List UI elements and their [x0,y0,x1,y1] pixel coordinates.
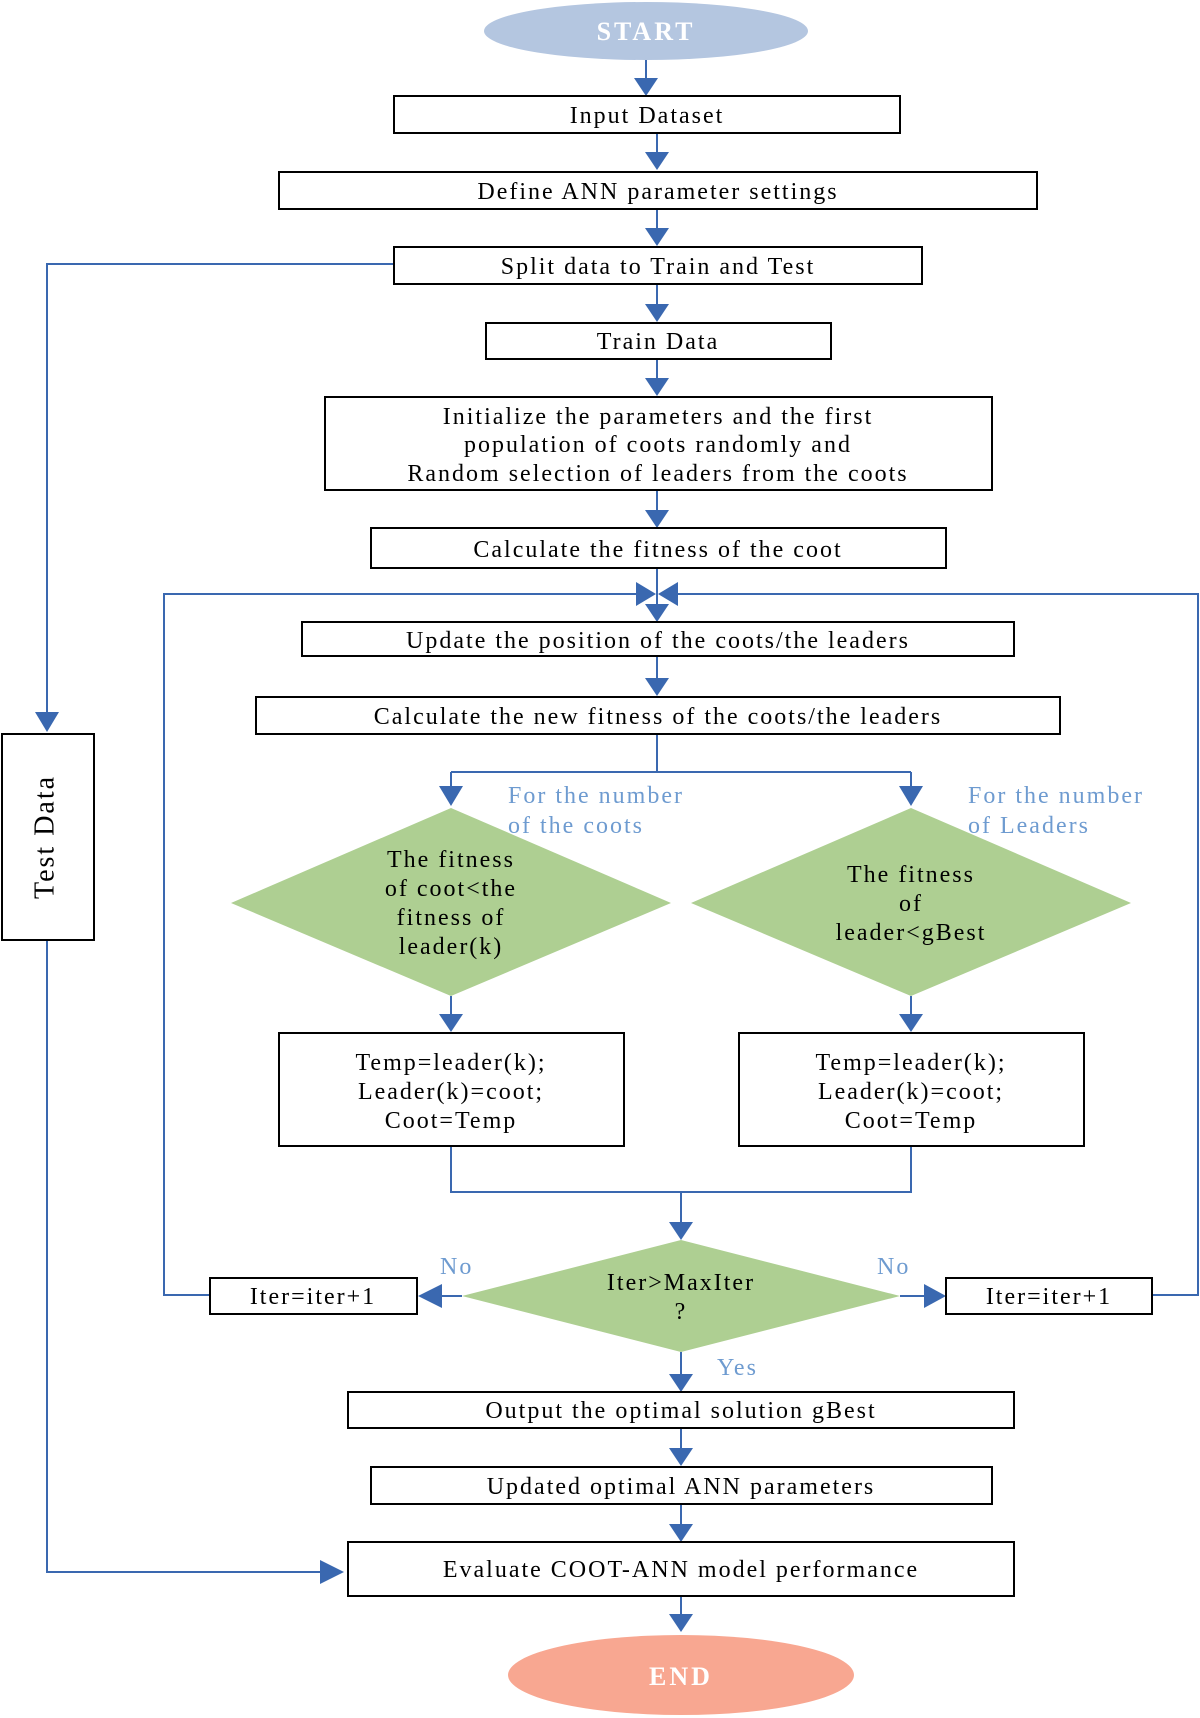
loop-note-coots-line-2: of the coots [508,813,644,839]
input-dataset-box: Input Dataset [393,95,901,134]
initialize-line-1: Initialize the parameters and the first [443,404,874,430]
no-label-right: No [877,1254,910,1280]
arrowhead [645,228,669,246]
define-ann-box: Define ANN parameter settings [278,171,1038,210]
train-data-box: Train Data [485,322,832,360]
decision-leader-line-1: The fitness [847,862,975,888]
loop-back-right [678,593,1199,1296]
loop-note-coots-line-1: For the number [508,783,684,809]
decision-iter-diamond [462,1240,900,1352]
arrowhead [35,712,59,732]
test-data-label: Test Data [29,775,60,899]
arrow-split-to-test [46,263,394,716]
swap-right-line-2: Leader(k)=coot; [818,1079,1004,1105]
iter-increment-right-label: Iter=iter+1 [986,1284,1112,1310]
iter-check-line-1: Iter>MaxIter [607,1270,755,1296]
test-data-box: Test Data [1,733,95,941]
branch-split [450,734,912,790]
branch-merge [450,1146,912,1226]
arrowhead [439,1014,463,1032]
decision-coot-line-2: of coot<the [385,876,517,902]
loop-note-leaders-line-2: of Leaders [968,813,1090,839]
input-dataset-label: Input Dataset [570,103,725,129]
arrowhead [669,1448,693,1466]
arrowhead [645,678,669,696]
output-gbest-box: Output the optimal solution gBest [347,1391,1015,1429]
iter-increment-right-box: Iter=iter+1 [945,1277,1153,1315]
updated-ann-box: Updated optimal ANN parameters [370,1466,993,1505]
train-data-label: Train Data [597,329,719,355]
arrowhead [634,78,658,96]
no-label-left: No [440,1254,473,1280]
arrowhead [899,1014,923,1032]
connectors [35,60,1199,1632]
decision-leader-diamond [691,808,1131,996]
iter-increment-left-label: Iter=iter+1 [250,1284,376,1310]
decision-leader-line-3: leader<gBest [836,920,987,946]
arrowhead [924,1284,946,1308]
start-terminal: START [484,2,808,60]
evaluate-label: Evaluate COOT-ANN model performance [443,1557,919,1583]
loop-note-leaders: For the number of Leaders [968,783,1144,839]
swap-left-line-3: Coot=Temp [385,1108,518,1134]
decision-leader-fitness: The fitness of leader<gBest [691,808,1131,996]
arrowhead [669,1374,693,1392]
decision-coot-fitness: The fitness of coot<the fitness of leade… [231,808,671,996]
arrowhead [418,1284,442,1308]
swap-right-line-1: Temp=leader(k); [815,1050,1006,1076]
updated-ann-label: Updated optimal ANN parameters [487,1474,876,1500]
initialize-line-2: population of coots randomly and [464,432,852,458]
iter-check-line-2: ? [675,1299,688,1325]
initialize-box: Initialize the parameters and the first … [324,396,993,491]
decision-leader-line-2: of [899,891,923,917]
loop-note-leaders-line-1: For the number [968,783,1144,809]
split-data-label: Split data to Train and Test [501,254,816,280]
swap-box-right: Temp=leader(k); Leader(k)=coot; Coot=Tem… [738,1032,1085,1147]
swap-left-line-2: Leader(k)=coot; [358,1079,544,1105]
swap-right-line-3: Coot=Temp [845,1108,978,1134]
calc-fitness-box: Calculate the fitness of the coot [370,527,947,569]
swap-left-line-1: Temp=leader(k); [355,1050,546,1076]
decision-iter-check: Iter>MaxIter ? [462,1240,900,1352]
arrowhead [645,152,669,170]
arrowhead [645,378,669,396]
arrow-test-to-evaluate [46,940,324,1573]
arrowhead [645,510,669,528]
loop-note-coots: For the number of the coots [508,783,684,839]
evaluate-box: Evaluate COOT-ANN model performance [347,1541,1015,1597]
decision-coot-line-1: The fitness [387,847,515,873]
initialize-line-3: Random selection of leaders from the coo… [407,461,908,487]
swap-box-left: Temp=leader(k); Leader(k)=coot; Coot=Tem… [278,1032,625,1147]
end-ellipse [508,1635,854,1715]
iter-increment-left-box: Iter=iter+1 [209,1277,418,1315]
decision-coot-line-3: fitness of [397,905,506,931]
arrowhead [645,304,669,322]
decision-coot-diamond [231,808,671,996]
arrowhead [645,604,669,622]
arrowhead [658,582,678,606]
arrowhead [899,786,923,806]
arrowhead [669,1222,693,1240]
arrowhead [669,1614,693,1632]
update-position-label: Update the position of the coots/the lea… [406,628,910,654]
start-ellipse [484,2,808,60]
end-terminal: END [508,1635,854,1715]
calc-new-fitness-box: Calculate the new fitness of the coots/t… [255,696,1061,735]
calc-fitness-label: Calculate the fitness of the coot [473,537,842,563]
define-ann-label: Define ANN parameter settings [477,179,838,205]
arrowhead [320,1560,344,1584]
arrowhead [669,1524,693,1542]
output-gbest-label: Output the optimal solution gBest [485,1398,876,1424]
split-data-box: Split data to Train and Test [393,246,923,285]
yes-label: Yes [717,1355,758,1381]
arrowhead [636,582,656,606]
decision-coot-line-4: leader(k) [399,934,504,960]
end-label: END [649,1662,713,1691]
update-position-box: Update the position of the coots/the lea… [301,621,1015,657]
start-label: START [597,17,696,46]
arrowhead [439,786,463,806]
calc-new-fitness-label: Calculate the new fitness of the coots/t… [374,704,943,730]
loop-back-left [163,593,636,1296]
